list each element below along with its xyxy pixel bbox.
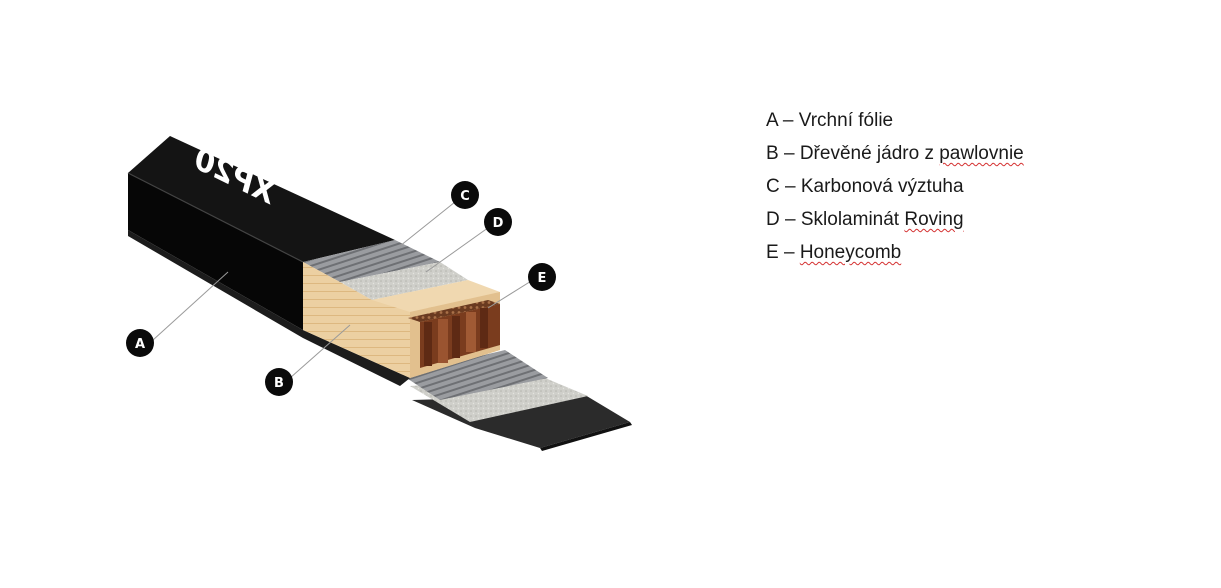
honeycomb-insert <box>408 300 500 368</box>
legend-letter: D <box>766 209 780 230</box>
legend-item-c: C – Karbonová výztuha <box>766 170 1024 203</box>
legend-label: Dřevěné jádro z <box>799 143 940 164</box>
legend-dash: – <box>785 209 796 230</box>
legend-label-spellcheck: Honeycomb <box>799 242 902 263</box>
svg-text:D: D <box>493 216 504 231</box>
legend-item-d: D – Sklolaminát Roving <box>766 203 1024 236</box>
svg-text:C: C <box>460 189 470 204</box>
callout-c: C <box>451 181 479 209</box>
legend-label-spellcheck: Roving <box>904 209 964 230</box>
layer-legend: A – Vrchní fólie B – Dřevěné jádro z paw… <box>766 104 1024 269</box>
callout-d: D <box>484 208 512 236</box>
ski-cross-section-diagram: XP20 A B C <box>126 136 632 451</box>
legend-item-e: E – Honeycomb <box>766 236 1024 269</box>
legend-item-a: A – Vrchní fólie <box>766 104 1024 137</box>
legend-letter: C <box>766 176 780 197</box>
carbon-layer-bottom <box>402 350 548 400</box>
svg-text:A: A <box>135 337 145 352</box>
leader-lines <box>152 197 537 379</box>
legend-label: Karbonová výztuha <box>800 176 964 197</box>
callout-a: A <box>126 329 154 357</box>
legend-dash: – <box>782 110 794 131</box>
svg-text:B: B <box>274 376 284 391</box>
callout-b: B <box>265 368 293 396</box>
legend-item-b: B – Dřevěné jádro z pawlovnie <box>766 137 1024 170</box>
svg-text:E: E <box>538 271 547 286</box>
legend-letter: B <box>766 143 779 164</box>
legend-letter: E <box>766 242 779 263</box>
legend-dash: – <box>785 176 796 197</box>
legend-label: Vrchní fólie <box>798 110 894 131</box>
carbon-layer-top <box>303 240 440 282</box>
callout-e: E <box>528 263 556 291</box>
legend-label: Sklolaminát <box>800 209 905 230</box>
legend-dash: – <box>783 242 795 263</box>
fiberglass-layer-top <box>340 262 468 300</box>
legend-label-spellcheck: pawlovnie <box>939 143 1024 164</box>
legend-letter: A <box>766 110 778 131</box>
legend-dash: – <box>783 143 795 164</box>
